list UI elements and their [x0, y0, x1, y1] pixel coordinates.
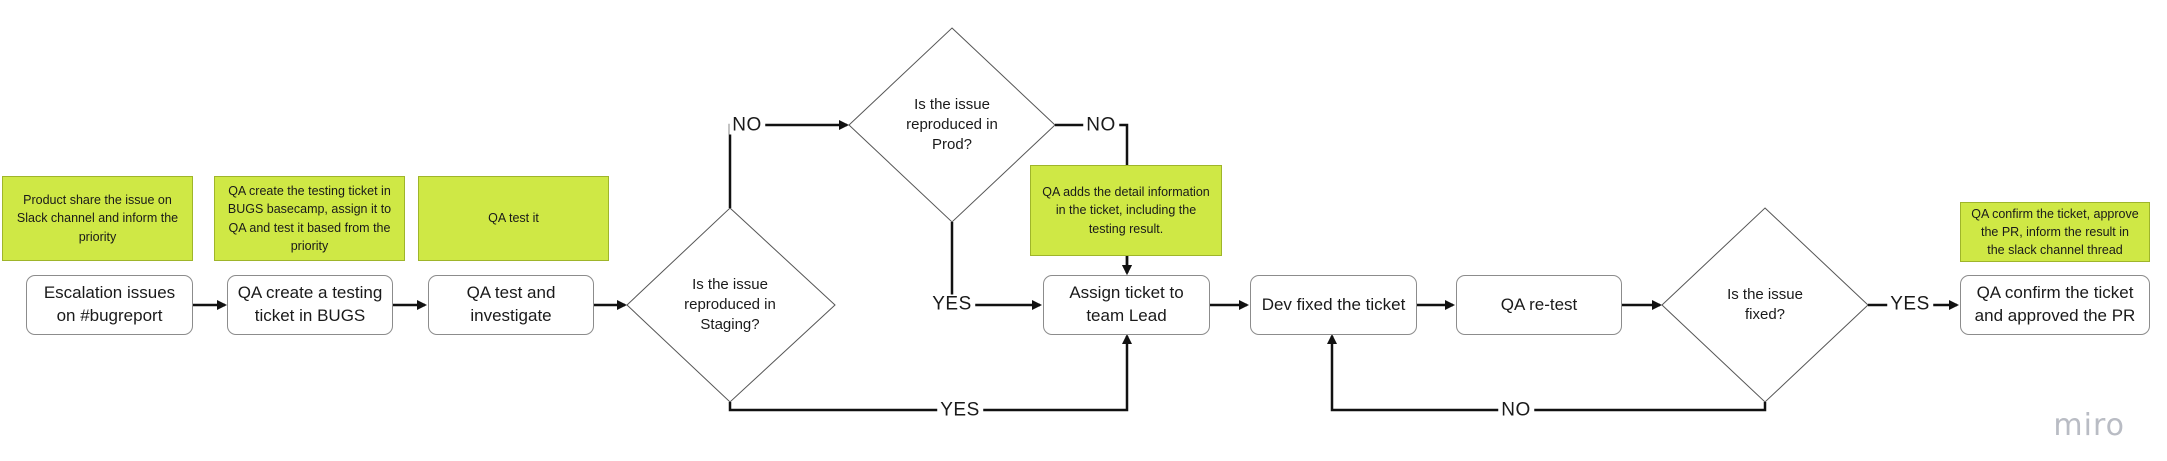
note-qa-detail[interactable]: QA adds the detail information in the ti… — [1030, 165, 1222, 256]
node-confirm[interactable]: QA confirm the ticket and approved the P… — [1960, 275, 2150, 335]
decision-staging[interactable]: Is the issue reproduced in Staging? — [668, 268, 792, 342]
label-fixed-yes: YES — [1887, 294, 1933, 314]
decision-fixed[interactable]: Is the issue fixed? — [1710, 280, 1820, 330]
label-staging-yes: YES — [937, 400, 983, 420]
arrow-staging-no-to-prod — [728, 120, 849, 208]
node-dev-fixed-text: Dev fixed the ticket — [1261, 294, 1406, 314]
node-retest-text: QA re-test — [1500, 294, 1578, 314]
decision-prod[interactable]: Is the issue reproduced in Prod? — [890, 88, 1014, 162]
note-qa-test-text: QA test it — [488, 211, 539, 226]
decision-prod-text: Is the issue reproduced in Prod? — [906, 95, 998, 154]
node-dev-fixed[interactable]: Dev fixed the ticket — [1250, 275, 1417, 335]
node-assign-ticket[interactable]: Assign ticket to team Lead — [1043, 275, 1210, 335]
arrow-staging-yes-to-assign — [728, 334, 1132, 412]
node-escalation[interactable]: Escalation issues on #bugreport — [26, 275, 193, 335]
node-confirm-text: QA confirm the ticket and approved the P… — [1974, 283, 2136, 325]
node-retest[interactable]: QA re-test — [1456, 275, 1622, 335]
note-product-share-text: Product share the issue on Slack channel… — [16, 193, 179, 244]
miro-logo: miro — [2053, 408, 2125, 443]
note-qa-detail-text: QA adds the detail information in the ti… — [1042, 185, 1210, 236]
label-fixed-no: NO — [1498, 400, 1534, 420]
node-assign-ticket-text: Assign ticket to team Lead — [1069, 283, 1184, 325]
decision-fixed-text: Is the issue fixed? — [1727, 285, 1803, 323]
node-create-ticket-text: QA create a testing ticket in BUGS — [237, 283, 383, 325]
node-create-ticket[interactable]: QA create a testing ticket in BUGS — [227, 275, 393, 335]
note-qa-create-text: QA create the testing ticket in BUGS bas… — [227, 184, 392, 253]
decision-staging-text: Is the issue reproduced in Staging? — [684, 275, 776, 334]
label-prod-no: NO — [1083, 115, 1119, 135]
arrow-fixed-no-to-dev — [1327, 334, 1767, 412]
label-staging-no: NO — [729, 115, 765, 135]
node-test-investigate-text: QA test and investigate — [466, 283, 556, 325]
label-prod-yes: YES — [929, 294, 975, 314]
node-escalation-text: Escalation issues on #bugreport — [43, 283, 176, 325]
note-qa-test[interactable]: QA test it — [418, 176, 609, 261]
note-product-share[interactable]: Product share the issue on Slack channel… — [2, 176, 193, 261]
note-qa-confirm-text: QA confirm the ticket, approve the PR, i… — [1971, 206, 2139, 258]
note-qa-create[interactable]: QA create the testing ticket in BUGS bas… — [214, 176, 405, 261]
node-test-investigate[interactable]: QA test and investigate — [428, 275, 594, 335]
note-qa-confirm[interactable]: QA confirm the ticket, approve the PR, i… — [1960, 202, 2150, 262]
